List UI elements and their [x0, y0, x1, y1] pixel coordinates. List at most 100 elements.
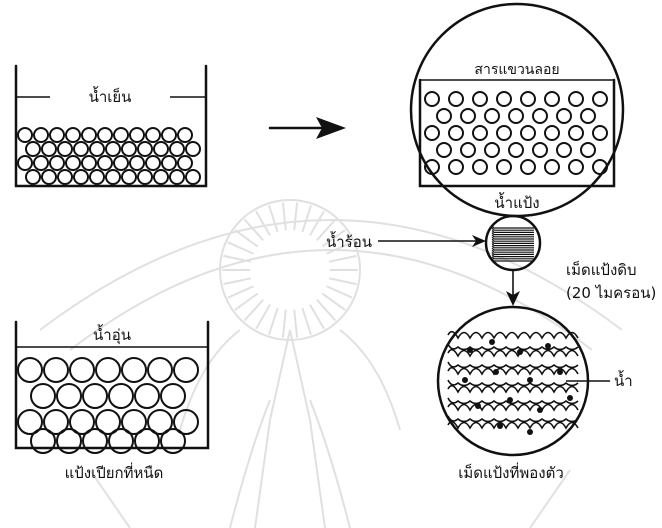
starch-granule	[57, 384, 81, 408]
watermark-ray	[310, 211, 324, 235]
watermark-ray	[310, 305, 324, 329]
granule-size-label: (20 ไมครอน)	[566, 284, 656, 302]
starch-granule	[497, 92, 511, 106]
amylose-strand	[448, 422, 578, 428]
warm-water-container: น้ำอุ่น	[16, 322, 208, 453]
starch-granule	[473, 92, 487, 106]
suspended-starch-granules	[425, 92, 607, 174]
starch-granule	[161, 429, 185, 453]
starch-granule	[18, 358, 42, 382]
starch-granule	[44, 358, 68, 382]
starch-granule	[449, 92, 463, 106]
water-molecule-dot	[527, 377, 533, 383]
starch-granule	[425, 126, 439, 140]
starch-granule	[437, 143, 451, 157]
starch-granule	[545, 92, 559, 106]
watermark-ray	[294, 202, 297, 230]
water-label: น้ำ	[614, 370, 633, 390]
water-molecule-dot	[517, 349, 523, 355]
watermark-ray	[294, 310, 297, 338]
starch-granule	[58, 170, 72, 184]
starch-granule	[174, 358, 198, 382]
water-molecule-dot	[545, 343, 551, 349]
starch-granule	[170, 142, 184, 156]
starch-granule	[98, 156, 112, 170]
amylose-strand	[448, 416, 578, 422]
starch-granule	[109, 384, 133, 408]
watermark-ray	[235, 294, 258, 310]
starch-granule	[178, 156, 192, 170]
watermark-ray	[283, 310, 286, 338]
water-molecule-dot	[567, 395, 573, 401]
wet-dough-label: แป้งเปียกที่หนืด	[65, 462, 164, 482]
starch-granule	[521, 92, 535, 106]
starch-granule	[473, 160, 487, 174]
starch-granule	[82, 128, 96, 142]
watermark-ray	[322, 294, 345, 310]
starch-granule	[135, 429, 159, 453]
starch-granule	[461, 109, 475, 123]
starch-granule	[533, 109, 547, 123]
watermark-ray	[269, 205, 278, 232]
amylose-strand	[448, 404, 578, 410]
water-molecule-dot	[527, 429, 533, 435]
starch-granule	[437, 109, 451, 123]
water-molecule-dot	[493, 369, 499, 375]
watermark-ray	[302, 308, 311, 335]
watermark-ray	[228, 286, 254, 297]
starch-granule	[497, 160, 511, 174]
starch-granule	[146, 156, 160, 170]
starch-granule	[485, 109, 499, 123]
starch-granule	[66, 128, 80, 142]
starch-granule	[581, 143, 595, 157]
watermark-ray	[327, 286, 353, 297]
starch-granule	[106, 170, 120, 184]
starch-granule	[122, 170, 136, 184]
starch-water-label: น้ำแป้ง	[494, 192, 539, 212]
watermark-ray	[223, 256, 250, 262]
starch-granule	[130, 156, 144, 170]
watermark-ray	[223, 278, 250, 284]
starch-granule	[154, 142, 168, 156]
amylose-strand	[448, 386, 578, 392]
starch-granule	[545, 126, 559, 140]
enlarged-starch-granules	[18, 358, 198, 453]
starch-granule	[161, 384, 185, 408]
starch-granule	[569, 92, 583, 106]
water-molecule-dot	[497, 423, 503, 429]
starch-granule	[593, 126, 607, 140]
watermark-ray	[317, 300, 336, 321]
watermark-ray	[283, 202, 286, 230]
raw-starch-granule	[486, 216, 540, 270]
starch-granule	[449, 126, 463, 140]
starch-granule	[497, 126, 511, 140]
starch-granule	[425, 92, 439, 106]
starch-granule	[569, 160, 583, 174]
starch-granule	[146, 128, 160, 142]
starch-granule	[114, 156, 128, 170]
starch-granule	[485, 143, 499, 157]
starch-granule	[170, 170, 184, 184]
watermark-ray	[329, 256, 356, 262]
watermark-ray	[269, 308, 278, 335]
starch-granule	[114, 128, 128, 142]
starch-granule	[90, 142, 104, 156]
amylose-strand	[448, 398, 578, 404]
starch-granule	[162, 128, 176, 142]
suspension-magnified-view: สารแขวนลอย น้ำแป้ง	[411, 4, 623, 216]
water-molecule-dot	[462, 377, 468, 383]
water-molecule-dot	[467, 347, 473, 353]
starch-granule	[569, 126, 583, 140]
starch-granule	[109, 429, 133, 453]
starch-granule	[18, 128, 32, 142]
starch-granule	[18, 156, 32, 170]
starch-granule	[545, 160, 559, 174]
starch-granule	[122, 358, 146, 382]
watermark-ray	[256, 211, 270, 235]
water-molecule-dot	[489, 339, 495, 345]
suspension-label: สารแขวนลอย	[474, 62, 559, 78]
starch-granule	[509, 143, 523, 157]
settled-starch-granules	[18, 128, 200, 184]
starch-granule	[74, 170, 88, 184]
